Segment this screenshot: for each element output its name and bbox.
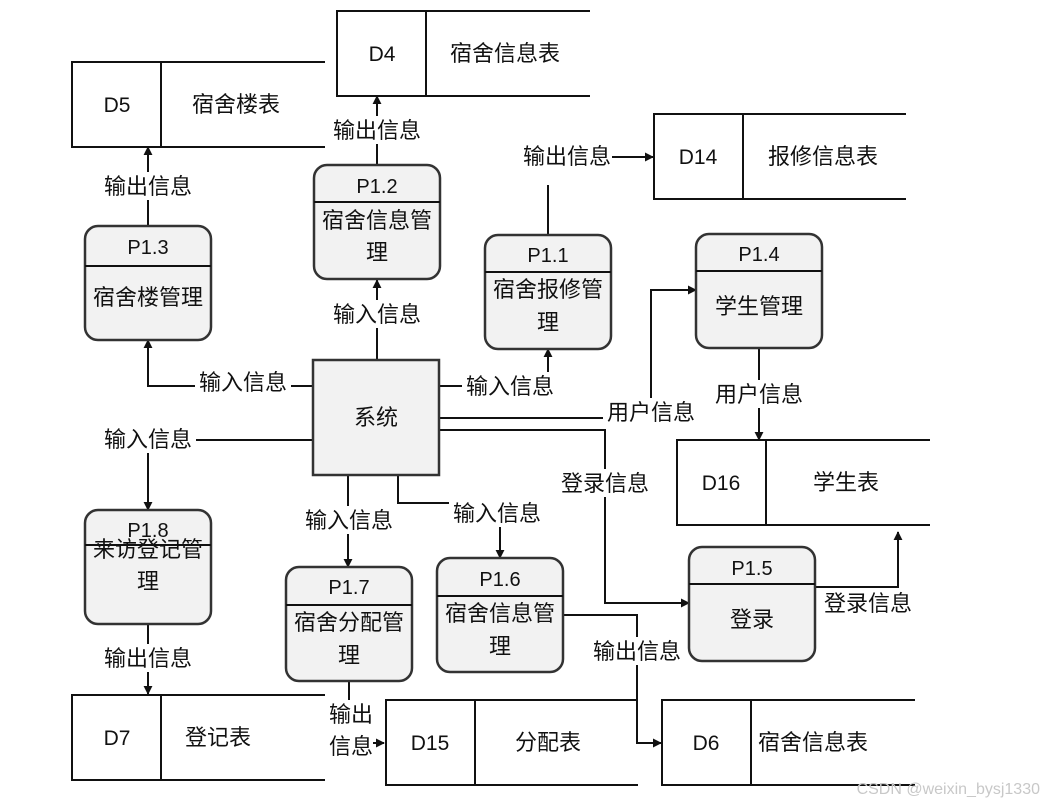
process-p13-name-line1: 宿舍楼管理 [93,286,203,311]
process-p14-box [694,232,824,350]
process-p17-name-line2: 理 [338,644,360,669]
flow-label-p18-d7: 输出信息 [104,647,192,672]
process-p15-box [687,545,817,663]
system-node: 系统 [311,358,441,477]
flow-line-p16-d6 [564,614,662,748]
data-store-d16-code: D16 [702,472,741,495]
flow-label-p14-d16: 用户信息 [715,383,803,408]
data-store-d6: D6 宿舍信息表 [661,699,915,786]
data-store-d7-name: 登记表 [185,726,251,751]
data-store-d15-code: D15 [411,732,450,755]
flow-label-sys-p18: 输入信息 [104,428,192,453]
data-store-d4-name: 宿舍信息表 [450,42,560,67]
data-store-d16: D16 学生表 [676,439,930,526]
data-store-d14: D14 报修信息表 [653,113,906,200]
data-store-d5-frame [71,61,325,148]
process-p13: P1.3 宿舍楼管理 [83,224,213,342]
process-p15-code: P1.5 [731,558,772,580]
data-store-d7-code: D7 [104,727,131,750]
data-store-d6-code: D6 [693,732,720,755]
data-store-d4: D4 宿舍信息表 [336,10,590,97]
data-store-d7: D7 登记表 [71,694,325,781]
process-p14: P1.4 学生管理 [694,232,824,350]
process-p12-name-line2: 理 [366,241,388,266]
flow-label-sys-p11: 输入信息 [466,375,554,400]
flow-label-p17-d15-line1: 输出 [329,703,373,728]
process-p13-code: P1.3 [127,237,168,259]
flow-label-p15-d16: 登录信息 [824,592,912,617]
process-p18-name-line1: 来访登记管 [93,538,203,563]
data-store-d15-name: 分配表 [515,731,581,756]
data-store-d4-code: D4 [369,43,396,66]
process-p11-code: P1.1 [527,245,568,267]
flow-line-p15-d16 [815,531,903,588]
data-store-d15-frame [385,699,638,786]
flow-label-sys-p17: 输入信息 [305,509,393,534]
data-store-d4-frame [336,10,590,97]
flow-label-sys-p13: 输入信息 [199,371,287,396]
data-store-d14-code: D14 [679,146,718,169]
process-p18-box [83,508,213,626]
flow-label-sys-p16: 输入信息 [453,502,541,527]
process-p15-name-line1: 登录 [730,608,774,633]
process-p16: P1.6 宿舍信息管 理 [435,556,565,674]
process-p16-name-line1: 宿舍信息管 [445,602,555,627]
process-p11-name-line1: 宿舍报修管 [493,278,603,303]
flow-label-p17-d15-line2: 信息 [329,735,373,760]
flow-label-sys-p14: 用户信息 [607,401,695,426]
data-store-d16-frame [676,439,930,526]
flow-label-p16-d6: 输出信息 [593,640,681,665]
flow-label-p13-d5: 输出信息 [104,175,192,200]
flow-line-sys-p14 [440,285,697,419]
data-store-d6-name: 宿舍信息表 [758,731,868,756]
process-p11-name-line2: 理 [537,311,559,336]
process-p12-box [312,163,442,281]
data-store-d5-name: 宿舍楼表 [192,93,280,118]
flow-label-p11-d14: 输出信息 [523,145,611,170]
flow-label-sys-p15: 登录信息 [561,472,649,497]
process-p16-box [435,556,565,674]
process-p11: P1.1 宿舍报修管 理 [483,233,613,351]
data-store-d7-frame [71,694,325,781]
flow-label-sys-p12: 输入信息 [333,303,421,328]
system-box [311,358,441,477]
system-label: 系统 [354,406,398,431]
process-p12: P1.2 宿舍信息管 理 [312,163,442,281]
process-p13-box [83,224,213,342]
data-store-d6-frame [661,699,915,786]
data-store-d5-code: D5 [104,94,131,117]
flow-line-sys-p15 [440,429,690,608]
process-p12-code: P1.2 [356,176,397,198]
process-p11-box [483,233,613,351]
process-p15: P1.5 登录 [687,545,817,663]
flow-labels: 输出信息 输出信息 输出信息 输入信息 输入信息 输入信息 用户信息 用户信息 … [99,116,916,760]
flow-label-p12-d4: 输出信息 [333,119,421,144]
data-store-d15: D15 分配表 [385,699,638,786]
data-store-d5: D5 宿舍楼表 [71,61,325,148]
process-p16-code: P1.6 [479,569,520,591]
data-store-d14-frame [653,113,906,200]
process-p17: P1.7 宿舍分配管 理 [284,565,414,683]
process-p18-code: P1.8 [127,520,168,542]
data-store-d14-name: 报修信息表 [768,145,878,170]
watermark: CSDN @weixin_bysj1330 [857,781,1041,798]
process-p17-code: P1.7 [328,577,369,599]
process-p17-box [284,565,414,683]
process-p14-code: P1.4 [738,244,779,266]
data-store-d16-name: 学生表 [813,471,879,496]
process-p14-name-line1: 学生管理 [715,295,803,320]
process-p18-name-line2: 理 [137,570,159,595]
process-p16-name-line2: 理 [489,635,511,660]
process-p17-name-line1: 宿舍分配管 [294,611,404,636]
process-p12-name-line1: 宿舍信息管 [322,209,432,234]
process-p18: P1.8 来访登记管 理 [83,508,213,626]
